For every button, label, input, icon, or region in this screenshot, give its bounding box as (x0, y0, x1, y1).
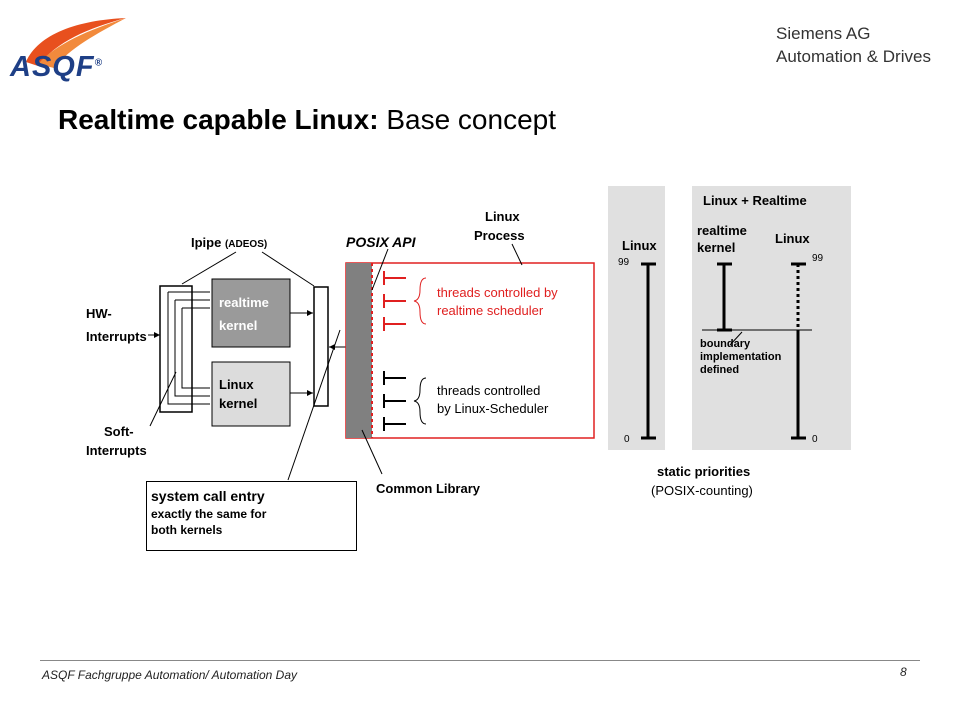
linux-kernel-box (211, 361, 291, 427)
linux-kernel-label-2: kernel (219, 396, 258, 411)
asqf-logo-swoosh (26, 18, 126, 68)
linux-max-priority: 99 (618, 257, 630, 268)
page-number: 8 (900, 665, 907, 679)
rt-min-priority: 0 (812, 434, 818, 445)
rt-kernel-priority-label-2: kernel (697, 240, 736, 255)
rt-kernel-priority-label-1: realtime (697, 223, 747, 238)
ipipe-label: Ipipe (ADEOS) (191, 235, 268, 250)
common-library-label: Common Library (376, 481, 481, 496)
rt-threads-label-2: realtime scheduler (437, 303, 544, 318)
realtime-kernel-label-2: kernel (219, 318, 258, 333)
soft-interrupts-label-2: Interrupts (86, 443, 147, 458)
boundary-label-3: defined (700, 364, 740, 376)
system-call-text-2: both kernels (151, 523, 223, 537)
common-library-column (346, 263, 372, 438)
boundary-label-1: boundary (700, 338, 751, 350)
rt-panel-title: Linux + Realtime (703, 193, 807, 208)
priorities-caption-2: (POSIX-counting) (651, 483, 753, 498)
hw-interrupts-label-2: Interrupts (86, 329, 147, 344)
rt-max-priority: 99 (812, 253, 824, 264)
system-call-text-1: exactly the same for (151, 507, 267, 521)
linux-priority-panel (608, 186, 665, 450)
rt-threads-label-1: threads controlled by (437, 285, 558, 300)
linux-kernel-label-1: Linux (219, 377, 254, 392)
soft-interrupts-label-1: Soft- (104, 424, 134, 439)
posix-api-label: POSIX API (346, 234, 416, 250)
linux-threads-label-2: by Linux-Scheduler (437, 401, 549, 416)
system-call-box: system call entry exactly the same for b… (146, 481, 357, 551)
slide-title: Realtime capable Linux: Base concept (58, 104, 556, 135)
linux-min-priority: 0 (624, 434, 630, 445)
linux-process-label-2: Process (474, 228, 525, 243)
rt-linux-priority-label: Linux (775, 231, 810, 246)
system-call-title: system call entry (151, 488, 265, 504)
hw-interrupts-label-1: HW- (86, 306, 112, 321)
footer-divider (40, 660, 920, 661)
ipipe-left-bar (159, 285, 193, 413)
realtime-priority-panel (692, 186, 851, 450)
linux-threads-label-1: threads controlled (437, 383, 541, 398)
boundary-label-2: implementation (700, 351, 782, 363)
company-name: Siemens AG Automation & Drives (776, 24, 931, 66)
linux-panel-title: Linux (622, 238, 657, 253)
priorities-caption-1: static priorities (657, 464, 751, 479)
realtime-kernel-label-1: realtime (219, 295, 269, 310)
realtime-kernel-box (211, 278, 291, 348)
asqf-logo: ASQF® (10, 51, 103, 83)
ipipe-right-bar (313, 286, 329, 407)
footer-text: ASQF Fachgruppe Automation/ Automation D… (42, 668, 298, 682)
linux-process-label-1: Linux (485, 209, 520, 224)
